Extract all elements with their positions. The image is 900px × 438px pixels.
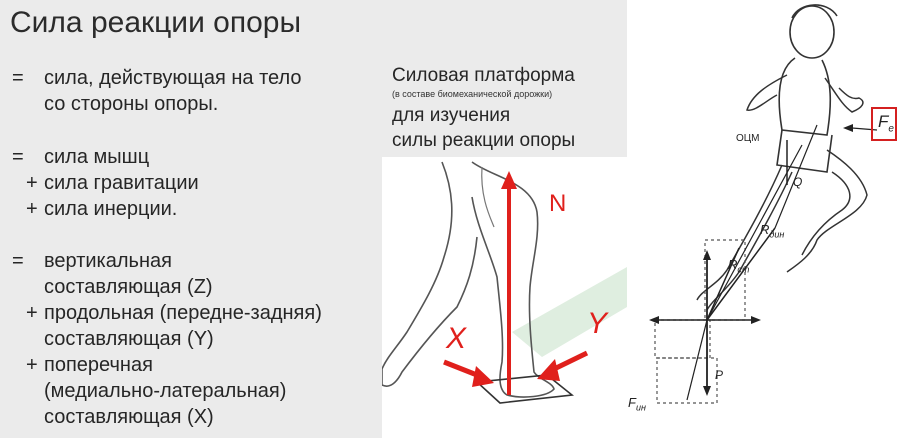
- r-st-label: Rст: [728, 257, 750, 275]
- definition-line: продольная (передне-задняя): [44, 302, 322, 324]
- rear-leg-outline: [696, 164, 783, 301]
- p-label: P: [715, 368, 724, 382]
- line-symbol: +: [26, 302, 38, 324]
- line-symbol: =: [12, 146, 24, 168]
- definition-line: со стороны опоры.: [44, 93, 219, 115]
- front-leg-outline: [786, 149, 868, 273]
- leg-on-platform-illustration: [382, 161, 627, 404]
- front-leg-outline: [471, 161, 555, 398]
- ocm-label: ОЦМ: [736, 133, 760, 144]
- platform-title: Силовая платформа: [392, 65, 575, 86]
- runner-force-diagram-panel: [627, 0, 900, 438]
- platform-subtitle: (в составе биомеханической дорожки): [392, 89, 553, 99]
- definition-line: поперечная: [44, 354, 153, 376]
- x-axis-label: X: [446, 322, 467, 355]
- line-symbol: +: [26, 198, 38, 220]
- n-force-label: N: [549, 190, 567, 217]
- fe-label: Fe: [878, 112, 894, 135]
- platform-caption-line: для изучения: [392, 105, 511, 126]
- r-st-vector: [706, 247, 740, 321]
- torso-outline: [778, 57, 832, 136]
- y-axis-label: Y: [587, 307, 608, 340]
- definition-line: сила, действующая на тело: [44, 67, 302, 89]
- f-in-label: Fин: [628, 395, 646, 413]
- force-platform-outline: [475, 374, 575, 404]
- q-label: Q: [793, 175, 803, 189]
- definition-line: сила мышц: [44, 146, 150, 168]
- definition-line: сила гравитации: [44, 172, 199, 194]
- definition-line: вертикальная: [44, 250, 172, 272]
- definition-line: составляющая (Z): [44, 276, 213, 298]
- definition-line: составляющая (Y): [44, 328, 214, 350]
- definition-line: (медиально-латеральная): [44, 380, 287, 402]
- rear-leg-outline: [382, 161, 478, 387]
- definition-line: составляющая (X): [44, 406, 214, 428]
- r-din-vector: [706, 227, 776, 321]
- fe-highlight-box: [871, 107, 897, 141]
- definition-line: сила инерции.: [44, 198, 178, 220]
- force-platform-caption-bg: [382, 0, 627, 157]
- line-symbol: =: [12, 250, 24, 272]
- runner-force-diagram: [649, 4, 897, 404]
- r-din-label: Rдин: [760, 222, 785, 240]
- platform-caption-line: силы реакции опоры: [392, 130, 576, 151]
- line-symbol: =: [12, 67, 24, 89]
- line-symbol: +: [26, 172, 38, 194]
- line-symbol: +: [26, 354, 38, 376]
- page-title: Сила реакции опоры: [10, 6, 302, 39]
- f-in-vector: [686, 319, 708, 401]
